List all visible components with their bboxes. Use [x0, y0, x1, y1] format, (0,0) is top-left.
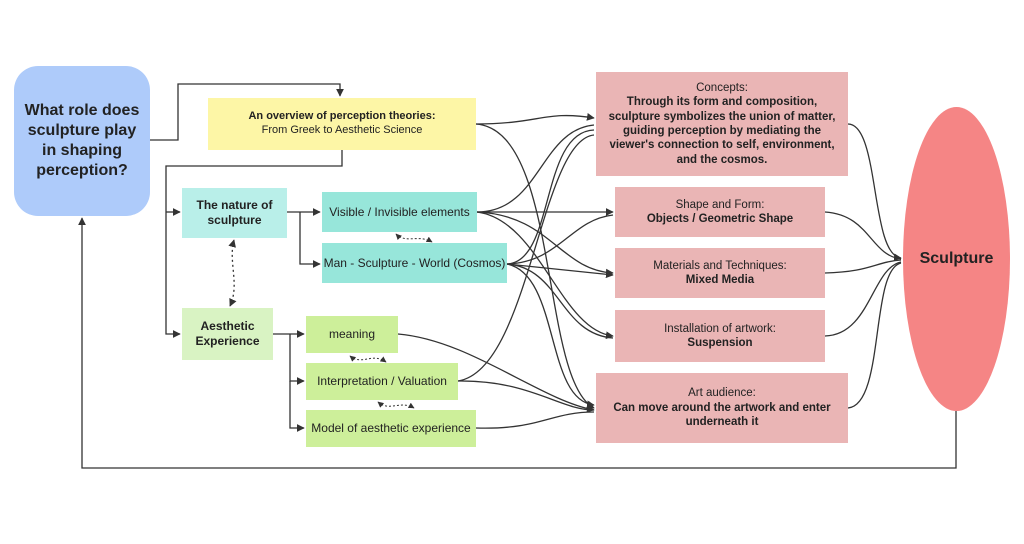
aesthetic-experience-node: Aesthetic Experience: [182, 308, 273, 360]
dotted-nature-aesthetic: [228, 239, 237, 307]
man-sculpture-world-text: Man - Sculpture - World (Cosmos): [323, 255, 506, 270]
edge-aesthetic-model: [289, 381, 305, 432]
edge-nature-man: [299, 212, 321, 268]
installation-label: Installation of artwork:: [664, 322, 776, 335]
installation-text: Suspension: [687, 337, 753, 349]
nature-of-sculpture-node: The nature of sculpture: [182, 188, 287, 238]
overview-title: An overview of perception theories:: [248, 110, 436, 123]
materials-label: Materials and Techniques:: [653, 259, 787, 272]
research-question-node: What role does sculpture play in shaping…: [14, 66, 150, 216]
interpretation-node: Interpretation / Valuation: [306, 363, 458, 400]
dotted-interp-model: [377, 401, 415, 409]
materials-text: Mixed Media: [685, 274, 755, 286]
edge-overview-branch: [165, 150, 343, 338]
materials-node: Materials and Techniques: Mixed Media: [615, 248, 825, 298]
visible-invisible-node: Visible / Invisible elements: [322, 192, 477, 232]
research-question-text: What role does sculpture play in shaping…: [24, 102, 140, 179]
dotted-visible-man: [395, 233, 433, 243]
shape-form-label: Shape and Form:: [675, 198, 765, 211]
audience-node: Art audience: Can move around the artwor…: [596, 373, 848, 443]
concepts-text: Through its form and composition, sculpt…: [608, 96, 836, 166]
model-aesthetic-node: Model of aesthetic experience: [306, 410, 476, 447]
concepts-label: Concepts:: [696, 81, 748, 94]
shape-form-text: Objects / Geometric Shape: [646, 213, 794, 225]
edge-question-overview: [150, 83, 344, 141]
concepts-node: Concepts: Through its form and compositi…: [596, 72, 848, 176]
visible-invisible-text: Visible / Invisible elements: [329, 204, 470, 219]
aesthetic-experience-text: Aesthetic Experience: [195, 319, 260, 348]
installation-node: Installation of artwork: Suspension: [615, 310, 825, 362]
nature-of-sculpture-text: The nature of sculpture: [196, 198, 273, 227]
edge-aesthetic-interp: [289, 334, 305, 385]
dotted-meaning-interp: [349, 355, 387, 363]
overview-subtitle: From Greek to Aesthetic Science: [261, 124, 423, 136]
overview-node: An overview of perception theories: From…: [208, 98, 476, 150]
edge-sculpture-question: [78, 217, 957, 469]
interpretation-text: Interpretation / Valuation: [317, 374, 447, 388]
sculpture-node: Sculpture: [903, 107, 1010, 411]
sculpture-text: Sculpture: [919, 250, 994, 267]
meaning-node: meaning: [306, 316, 398, 353]
audience-label: Art audience:: [688, 387, 756, 400]
shape-form-node: Shape and Form: Objects / Geometric Shap…: [615, 187, 825, 237]
man-sculpture-world-node: Man - Sculpture - World (Cosmos): [322, 243, 507, 283]
audience-text: Can move around the artwork and enter un…: [613, 401, 831, 429]
meaning-text: meaning: [328, 327, 376, 341]
model-aesthetic-text: Model of aesthetic experience: [311, 421, 471, 435]
